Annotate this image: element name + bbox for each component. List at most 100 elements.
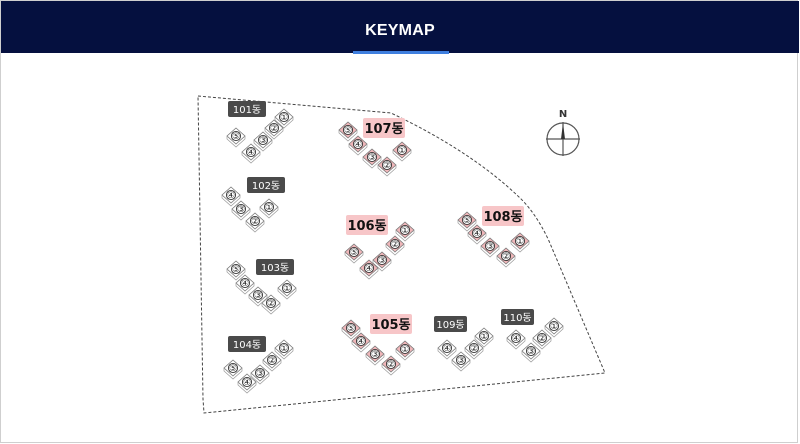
unit-block: ④	[351, 332, 371, 353]
unit-block: ⑤	[226, 260, 246, 281]
unit-number: ④	[354, 140, 362, 150]
unit-number: ①	[480, 332, 488, 342]
unit-number: ④	[357, 337, 365, 347]
unit-number: ⑤	[232, 265, 240, 275]
building-label: 103동	[261, 262, 289, 274]
unit-number: ③	[371, 350, 379, 360]
unit-block: ③	[365, 345, 385, 366]
unit-number: ④	[247, 148, 255, 158]
unit-number: ③	[256, 369, 264, 379]
header-bar: KEYMAP	[1, 1, 799, 54]
unit-block: ⑤	[341, 319, 361, 340]
unit-number: ②	[267, 299, 275, 309]
unit-block: ②	[264, 119, 284, 140]
unit-block: ③	[372, 251, 392, 272]
unit-number: ②	[270, 124, 278, 134]
unit-number: ③	[486, 242, 494, 252]
unit-number: ③	[237, 205, 245, 215]
unit-number: ②	[383, 161, 391, 171]
building-label-box	[363, 118, 405, 138]
building-label-box	[482, 206, 524, 226]
tab-keymap[interactable]: KEYMAP	[365, 22, 435, 39]
unit-number: ②	[391, 240, 399, 250]
unit-block: ⑤	[223, 359, 243, 380]
unit-block: ④	[437, 339, 457, 360]
compass-icon: N	[546, 109, 580, 156]
unit-number: ②	[538, 334, 546, 344]
unit-number: ⑤	[350, 248, 358, 258]
unit-number: ④	[243, 378, 251, 388]
unit-number: ④	[365, 264, 373, 274]
building-label-box	[228, 101, 266, 117]
unit-number: ④	[473, 229, 481, 239]
building-label: 101동	[233, 104, 261, 116]
unit-block: ④	[359, 259, 379, 280]
unit-block: ②	[245, 212, 265, 233]
unit-block: ⑤	[457, 211, 477, 232]
building-label-box	[247, 177, 285, 193]
unit-number: ④	[227, 191, 235, 201]
unit-block: ④	[241, 143, 261, 164]
unit-block: ①	[274, 108, 294, 129]
unit-number: ⑤	[344, 126, 352, 136]
tab-active-indicator	[353, 51, 449, 54]
unit-block: ②	[385, 235, 405, 256]
unit-block: ③	[362, 148, 382, 169]
unit-number: ②	[502, 252, 510, 262]
unit-number: ②	[470, 344, 478, 354]
unit-block: ④	[235, 274, 255, 295]
unit-block: ③	[231, 200, 251, 221]
site-boundary	[197, 95, 606, 414]
unit-block: ③	[451, 351, 471, 372]
unit-block: ④	[221, 186, 241, 207]
unit-number: ③	[259, 136, 267, 146]
building-label: 107동	[364, 122, 403, 137]
building-label: 105동	[371, 318, 410, 333]
unit-block: ①	[274, 339, 294, 360]
unit-number: ②	[268, 356, 276, 366]
unit-block: ①	[395, 340, 415, 361]
unit-block: ②	[496, 247, 516, 268]
unit-number: ②	[387, 360, 395, 370]
unit-number: ③	[254, 291, 262, 301]
unit-number: ⑤	[347, 324, 355, 334]
unit-block: ②	[377, 156, 397, 177]
unit-block: ④	[506, 329, 526, 350]
unit-number: ③	[378, 256, 386, 266]
unit-block: ②	[464, 339, 484, 360]
unit-number: ①	[398, 146, 406, 156]
building-label: 109동	[436, 319, 464, 331]
unit-number: ③	[368, 153, 376, 163]
building-label-box	[256, 259, 294, 275]
unit-number: ⑤	[232, 132, 240, 142]
compass-north-label: N	[559, 109, 567, 120]
unit-block: ①	[392, 141, 412, 162]
unit-block: ③	[521, 342, 541, 363]
unit-number: ③	[527, 347, 535, 357]
unit-number: ①	[280, 344, 288, 354]
unit-block: ②	[532, 329, 552, 350]
building-label-box	[228, 336, 266, 352]
unit-block: ①	[277, 279, 297, 300]
unit-block: ②	[262, 351, 282, 372]
unit-block: ④	[348, 135, 368, 156]
building-label-box	[434, 316, 467, 332]
unit-number: ①	[280, 113, 288, 123]
unit-block: ③	[253, 131, 273, 152]
unit-block: ③	[250, 364, 270, 385]
unit-block: ⑤	[338, 121, 358, 142]
unit-block: ④	[237, 373, 257, 394]
unit-block: ②	[261, 294, 281, 315]
